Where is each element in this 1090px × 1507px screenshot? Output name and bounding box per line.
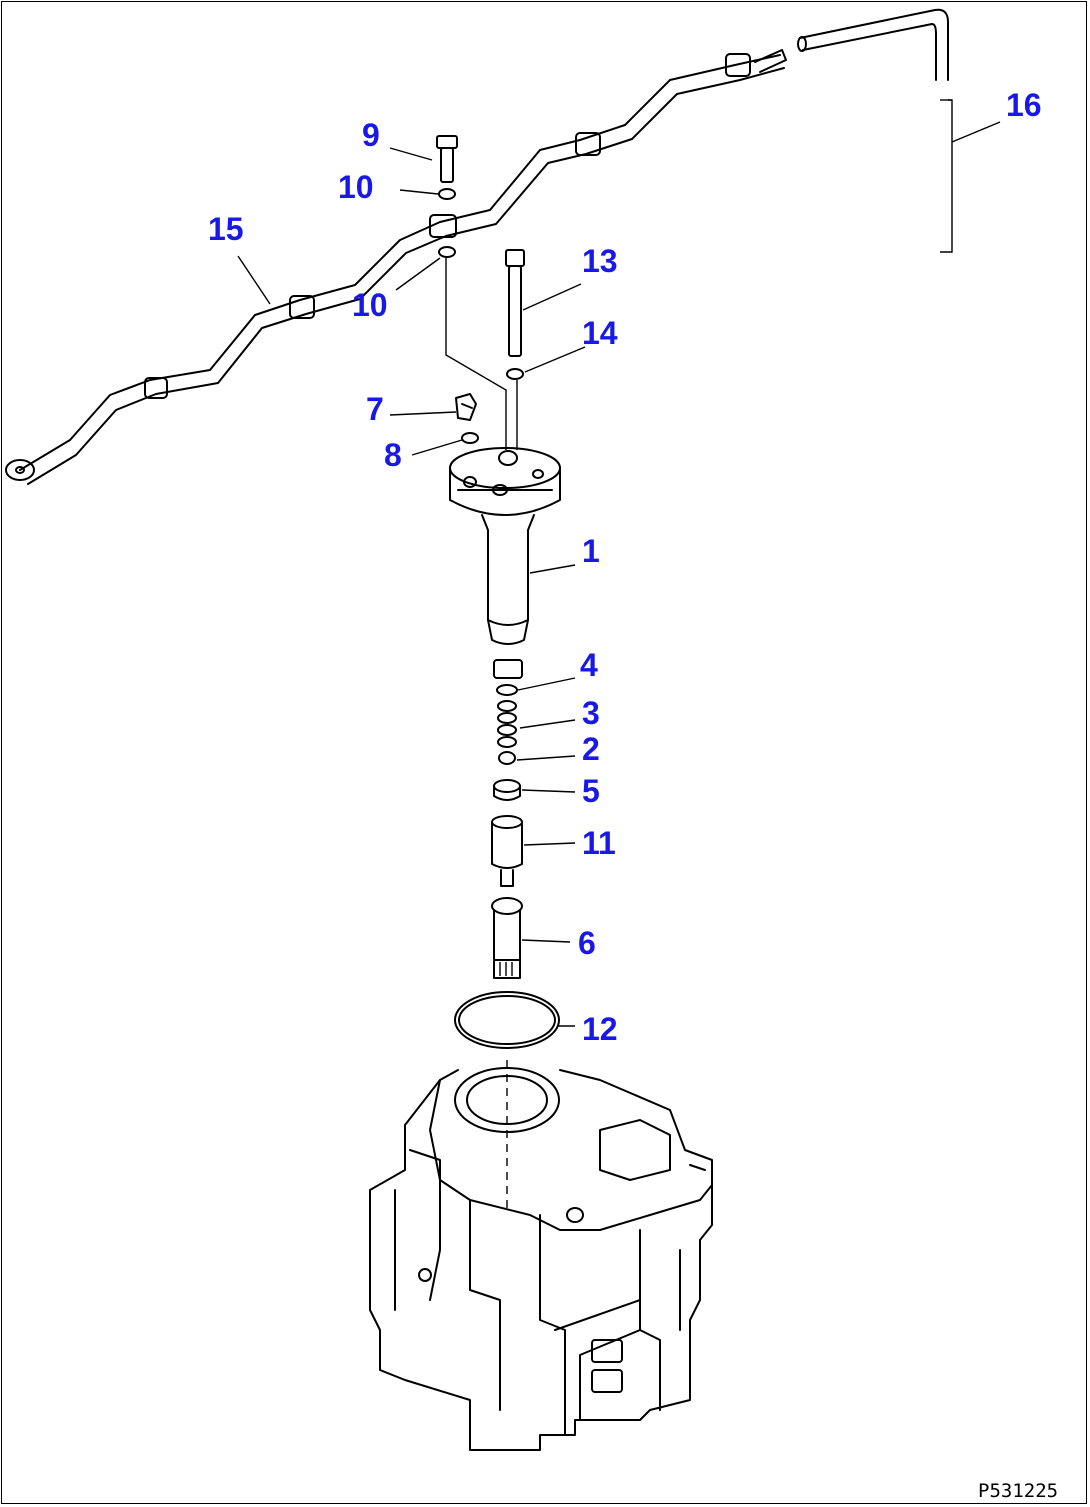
- drawing-code: P531225: [978, 1480, 1058, 1502]
- return-tube-16: [797, 8, 953, 253]
- cylinder-head: [369, 1067, 713, 1451]
- callout-labels: 1 2 3 4 5 6 7 8 9 10 10 11 12 13 14 15 1…: [208, 87, 1042, 1047]
- spring-3: [497, 700, 517, 748]
- callout-13: 13: [582, 243, 618, 279]
- callout-5: 5: [582, 773, 600, 809]
- assembly-guide-left: [445, 258, 507, 450]
- callout-2: 2: [582, 731, 600, 767]
- o-ring-12: [454, 991, 560, 1049]
- callout-15: 15: [208, 211, 244, 247]
- fuel-tube-15: [5, 49, 787, 485]
- spacer-5: [493, 779, 521, 801]
- callout-8: 8: [384, 437, 402, 473]
- callout-10-lower: 10: [352, 287, 388, 323]
- washer-14: [506, 368, 524, 380]
- callout-12: 12: [582, 1011, 618, 1047]
- callout-3: 3: [582, 695, 600, 731]
- retainer-nut-6: [491, 897, 523, 979]
- injector-body-1: [449, 447, 561, 645]
- shim-4: [496, 684, 518, 696]
- leader-lines: [237, 121, 1001, 1027]
- o-ring-8: [461, 432, 479, 444]
- clip-7: [455, 393, 477, 421]
- bolt-13: [505, 249, 525, 357]
- washer-10-upper: [438, 188, 456, 200]
- bolt-9: [436, 135, 458, 183]
- callout-7: 7: [366, 391, 384, 427]
- nozzle-11: [491, 815, 523, 887]
- pin-2: [498, 751, 516, 765]
- spring-seat: [493, 659, 523, 679]
- callout-16: 16: [1006, 87, 1042, 123]
- callout-4: 4: [580, 647, 598, 683]
- callout-11: 11: [582, 825, 616, 861]
- callout-10-upper: 10: [338, 169, 374, 205]
- callout-9: 9: [362, 117, 380, 153]
- callout-6: 6: [578, 925, 596, 961]
- callout-1: 1: [582, 533, 600, 569]
- callout-14: 14: [582, 315, 618, 351]
- washer-10-lower: [438, 246, 456, 258]
